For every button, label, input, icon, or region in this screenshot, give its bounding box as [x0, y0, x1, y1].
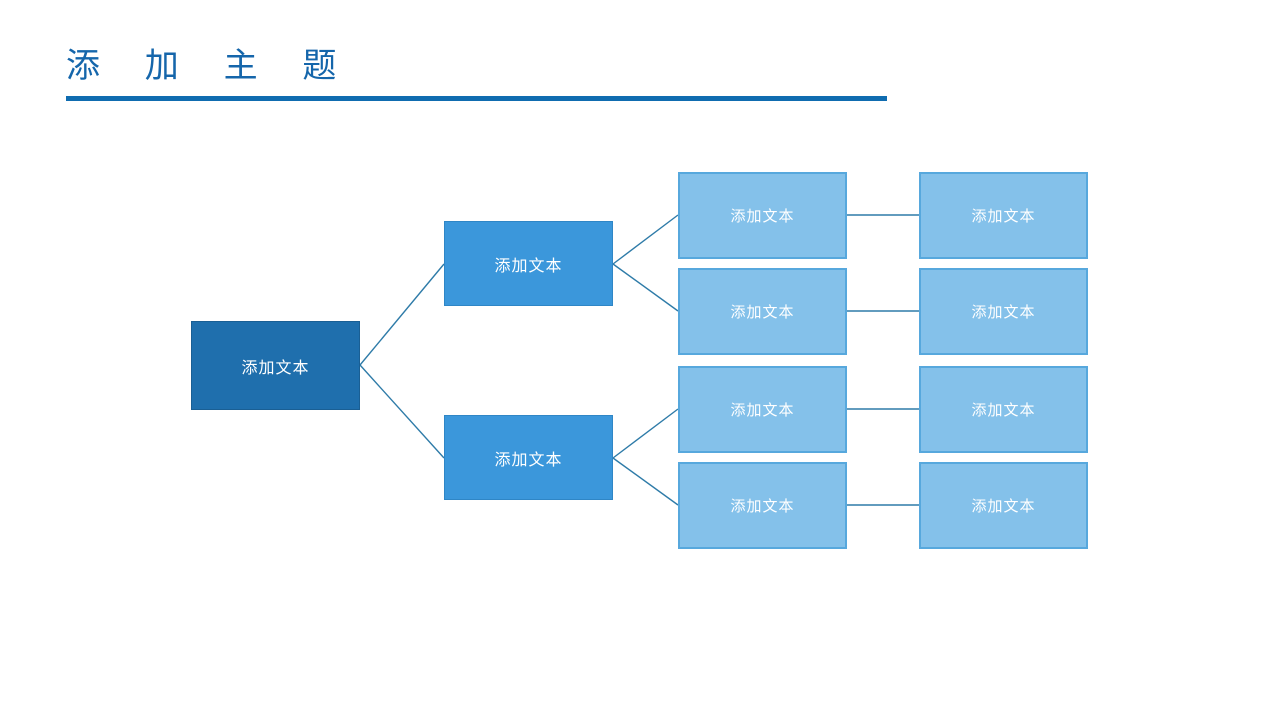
node-branch-1[interactable]: 添加文本	[444, 221, 613, 306]
edge-b2-c4	[612, 457, 679, 506]
node-branch-2[interactable]: 添加文本	[444, 415, 613, 500]
node-detail-1[interactable]: 添加文本	[919, 172, 1088, 259]
node-root[interactable]: 添加文本	[191, 321, 360, 410]
edge-root-b2	[359, 364, 445, 459]
node-detail-2[interactable]: 添加文本	[919, 268, 1088, 355]
node-leaf-3[interactable]: 添加文本	[678, 366, 847, 453]
node-leaf-4[interactable]: 添加文本	[678, 462, 847, 549]
node-leaf-2[interactable]: 添加文本	[678, 268, 847, 355]
page-title: 添 加 主 题	[66, 46, 354, 86]
node-detail-3[interactable]: 添加文本	[919, 366, 1088, 453]
node-detail-4[interactable]: 添加文本	[919, 462, 1088, 549]
edge-b1-c2	[612, 263, 679, 312]
title-block: 添 加 主 题	[66, 44, 926, 108]
edge-root-b1	[359, 263, 445, 366]
edge-b1-c1	[612, 214, 679, 265]
title-underline-rule	[66, 96, 887, 101]
node-leaf-1[interactable]: 添加文本	[678, 172, 847, 259]
edge-b2-c3	[612, 408, 679, 459]
